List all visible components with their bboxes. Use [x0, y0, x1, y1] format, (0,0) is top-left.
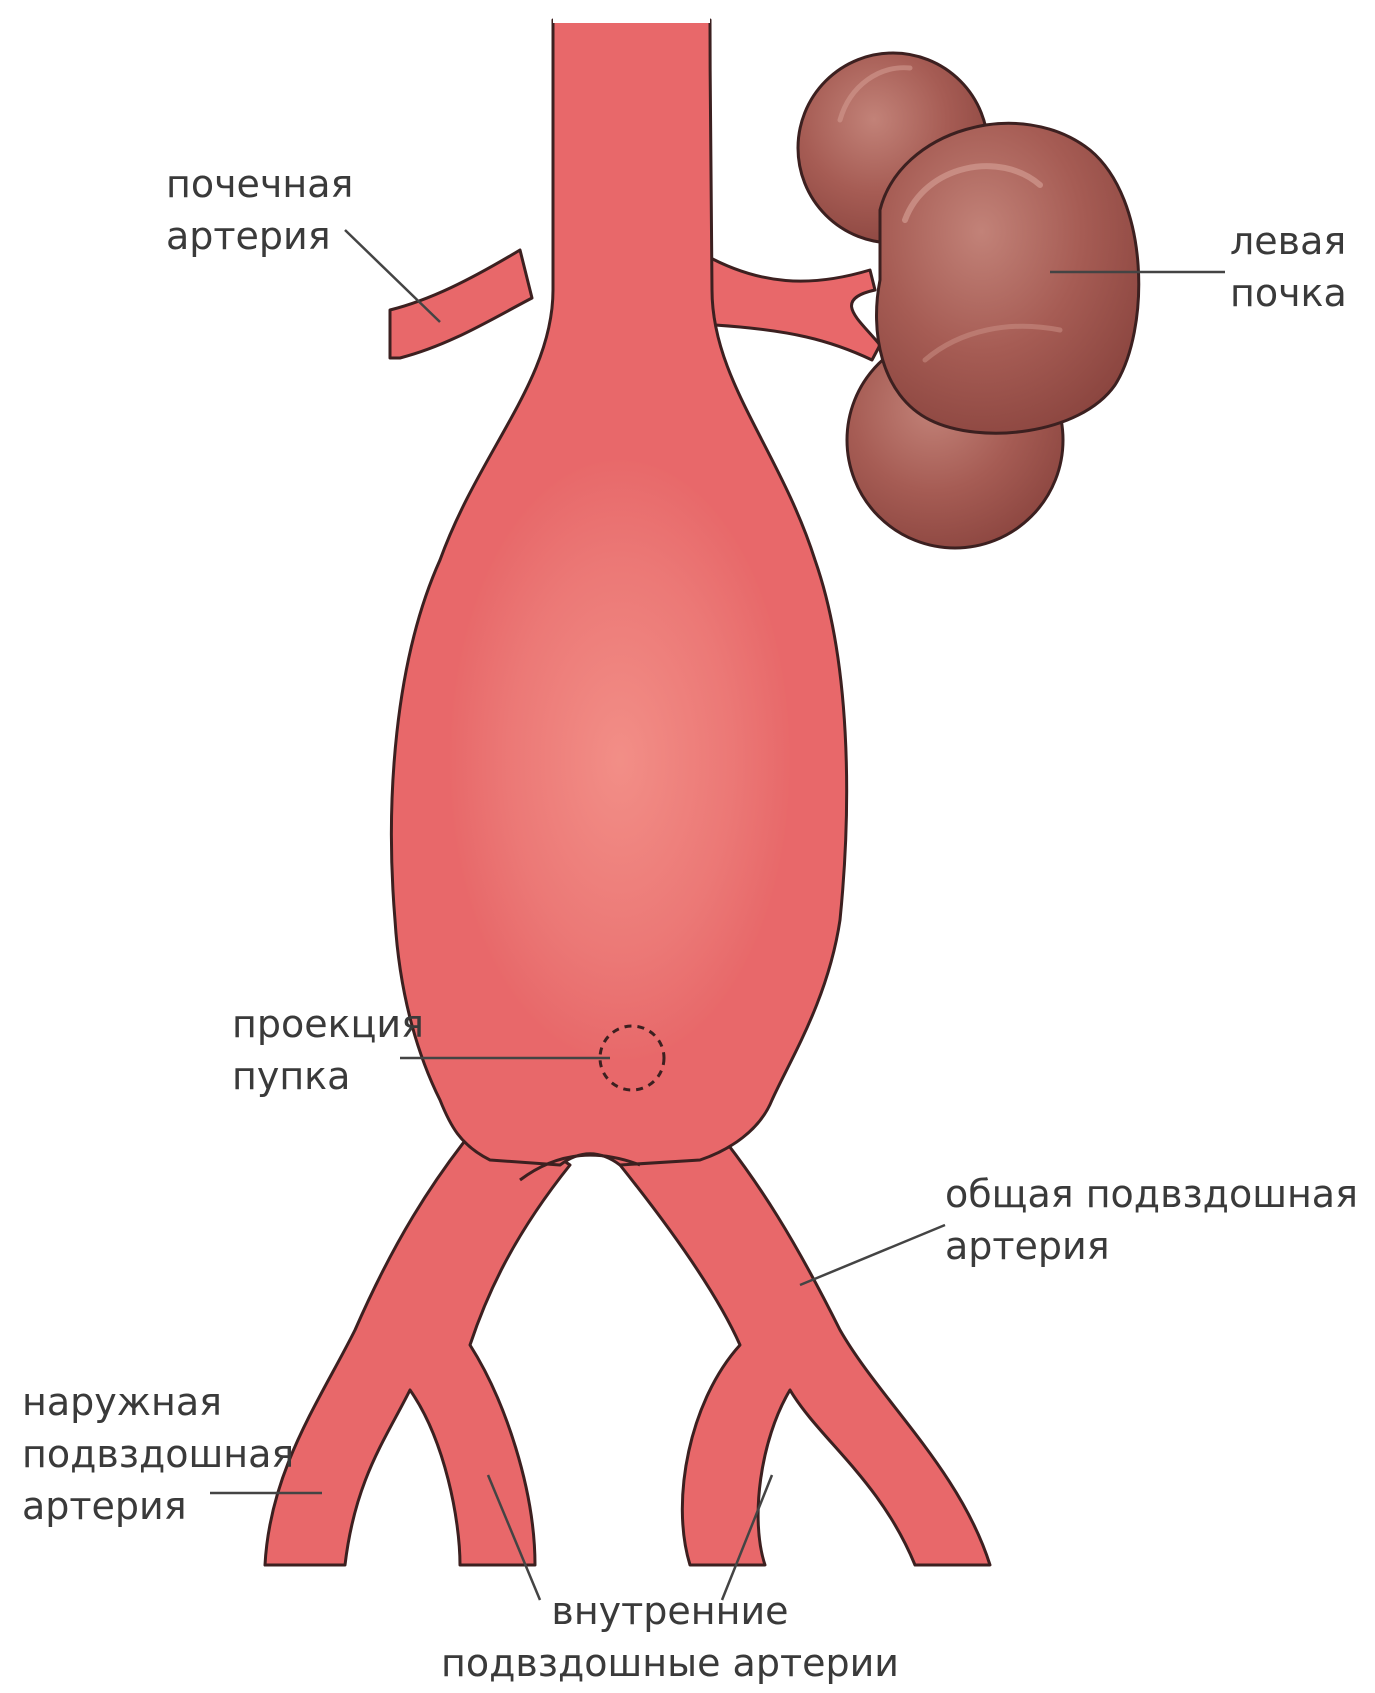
leader-common-iliac — [800, 1225, 945, 1285]
left-iliac-branches — [620, 1110, 990, 1565]
label-navel-projection: проекция пупка — [232, 998, 424, 1102]
right-renal-artery — [390, 250, 532, 358]
label-common-iliac-artery: общая подвздошная артерия — [945, 1168, 1358, 1272]
label-internal-iliac-arteries: внутренние подвздошные артерии — [430, 1585, 910, 1689]
abdominal-aorta — [391, 20, 846, 1180]
left-renal-arteries — [705, 255, 880, 360]
label-renal-artery: почечная артерия — [166, 158, 353, 262]
label-external-iliac-artery: наружная подвздошная артерия — [22, 1376, 294, 1532]
label-left-kidney: левая почка — [1230, 215, 1347, 319]
